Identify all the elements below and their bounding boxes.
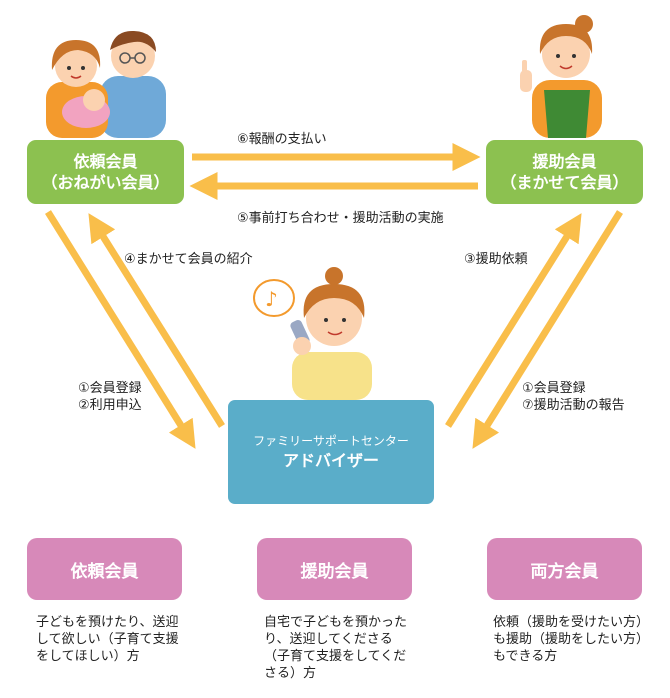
category-both-label: 両方会員 xyxy=(530,561,599,582)
requester-subtitle: （おねがい会員） xyxy=(41,173,170,192)
right-registration-arrow xyxy=(472,210,623,449)
request-support-arrow xyxy=(445,213,582,428)
requester-title: 依頼会員 xyxy=(73,152,138,171)
right-registration-label-2: ⑦援助活動の報告 xyxy=(522,398,625,413)
family-illustration-icon xyxy=(46,30,166,138)
left-registration-arrow xyxy=(45,210,196,449)
center-title: ファミリーサポートセンター xyxy=(253,434,409,448)
category-helper-box: 援助会員 xyxy=(257,538,412,600)
category-helper-description: 自宅で子どもを預かったり、送迎してくださる（子育て支援をしてくださる）方 xyxy=(264,615,408,681)
request-support-label: ③援助依頼 xyxy=(464,252,528,267)
category-both-description: 依頼（援助を受けたい方）も援助（援助をしたい方）もできる方 xyxy=(493,615,643,664)
meeting-label: ⑤事前打ち合わせ・援助活動の実施 xyxy=(237,211,444,226)
left-registration-label-1: ①会員登録 xyxy=(78,381,142,396)
support-center-box: ファミリーサポートセンター アドバイザー xyxy=(228,400,434,504)
left-registration-label-2: ②利用申込 xyxy=(78,398,142,413)
category-both-box: 両方会員 xyxy=(487,538,642,600)
helper-member-box: 援助会員 （まかせて会員） xyxy=(486,140,643,204)
requester-member-box: 依頼会員 （おねがい会員） xyxy=(27,140,184,204)
helper-subtitle: （まかせて会員） xyxy=(500,173,629,192)
helper-title: 援助会員 xyxy=(532,152,597,171)
category-requester-label: 依頼会員 xyxy=(70,561,139,582)
center-subtitle: アドバイザー xyxy=(282,451,379,470)
right-registration-label-1: ①会員登録 xyxy=(522,381,586,396)
music-note-icon: ♪ xyxy=(265,287,278,311)
helper-woman-illustration-icon xyxy=(520,15,602,138)
category-requester-box: 依頼会員 xyxy=(27,538,182,600)
reward-label: ⑥報酬の支払い xyxy=(237,132,327,147)
advisor-phone-illustration-icon: ♪ xyxy=(253,267,372,400)
introduce-arrow xyxy=(88,213,225,428)
category-helper-label: 援助会員 xyxy=(300,561,369,582)
introduce-label: ④まかせて会員の紹介 xyxy=(124,252,253,267)
category-requester-description: 子どもを預けたり、送迎して欲しい（子育て支援をしてほしい）方 xyxy=(36,615,179,664)
